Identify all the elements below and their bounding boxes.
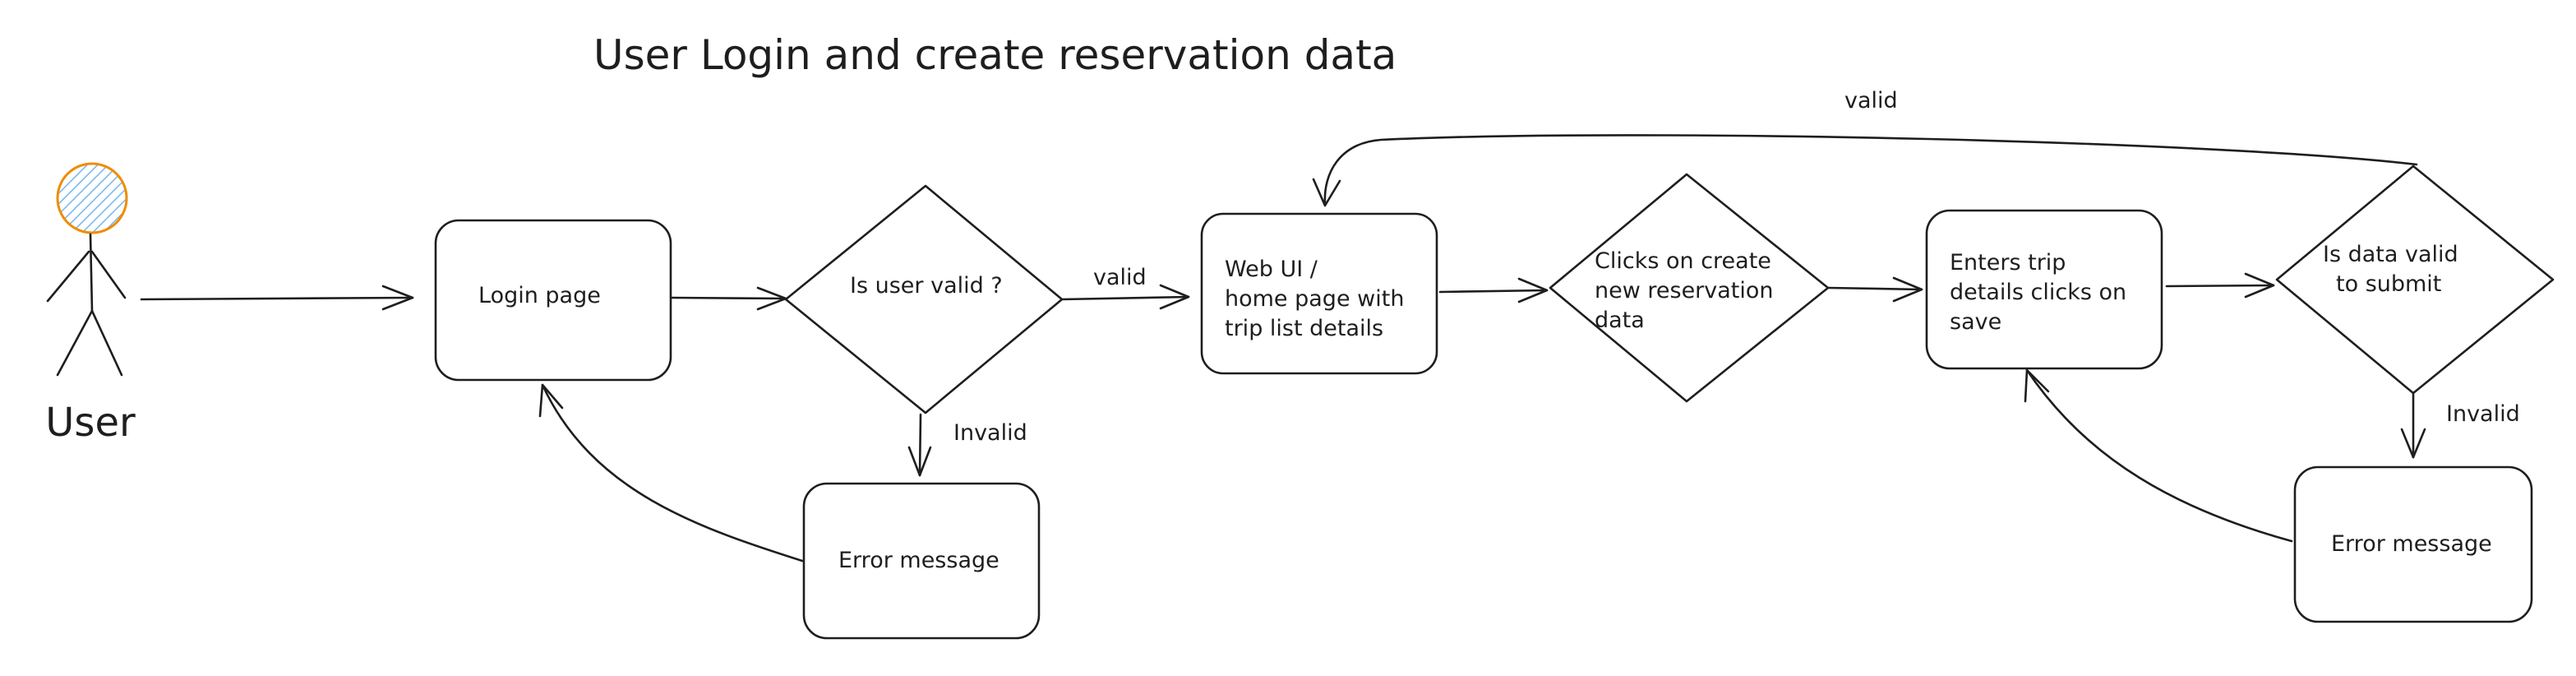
arrowhead-user-invalid-to-error (907, 446, 932, 477)
actor-left-arm (46, 250, 90, 303)
decision-clicks-create-line-1: Clicks on create (1595, 248, 1771, 274)
node-login-page: Login page (434, 219, 672, 382)
decision-user-valid: Is user valid ? (784, 184, 1064, 414)
decision-data-valid-line-2: to submit (2336, 271, 2441, 297)
arrow-error-to-login (541, 383, 804, 563)
arrow-actor-to-login (140, 296, 414, 301)
node-error-message-login: Error message (802, 482, 1041, 640)
actor-left-leg (56, 309, 94, 377)
node-web-ui-line-3: trip list details (1225, 316, 1383, 341)
arrowhead-web-ui-to-clicks (1517, 277, 1549, 303)
edge-label-data-valid-loop: valid (1844, 88, 1898, 113)
edges (140, 134, 2426, 563)
arrow-clicks-to-enters-trip (1826, 286, 1923, 291)
node-login-page-line: Login page (478, 283, 601, 308)
decision-clicks-create: Clicks on create new reservation data (1549, 173, 1830, 403)
node-error-message-data: Error message (2293, 465, 2533, 623)
actor-head (56, 162, 128, 234)
decision-data-valid: Is data valid to submit (2275, 164, 2555, 395)
arrow-login-to-user-valid (671, 296, 787, 300)
arrowhead-enters-trip-to-data-valid (2244, 272, 2275, 299)
node-enters-trip-line-3: save (1950, 309, 2001, 335)
arrowhead-error2-to-enters-trip (2024, 368, 2050, 403)
node-web-ui-line-1: Web UI / (1225, 257, 1318, 282)
actor-body (89, 233, 94, 313)
arrow-user-invalid-to-error (918, 413, 922, 477)
arrow-user-valid-to-web-ui (1060, 295, 1190, 301)
decision-clicks-create-line-3: data (1595, 308, 1645, 333)
arrowhead-actor-to-login (381, 285, 414, 311)
node-error-message-data-line: Error message (2331, 531, 2492, 557)
edge-label-user-invalid: Invalid (953, 420, 1027, 446)
arrowhead-data-valid-loop-to-web-ui (1312, 178, 1341, 207)
decision-clicks-create-line-2: new reservation (1595, 278, 1774, 303)
node-web-ui-line-2: home page with (1225, 286, 1404, 312)
arrowhead-data-invalid-to-error (2400, 428, 2426, 459)
actor-right-arm (90, 250, 127, 299)
decision-data-valid-line-1: Is data valid (2323, 242, 2458, 267)
node-error-message-login-line: Error message (838, 548, 999, 573)
arrow-data-valid-loop-to-web-ui (1323, 134, 2418, 206)
node-enters-trip: Enters trip details clicks on save (1925, 209, 2163, 370)
actor-right-leg (90, 309, 123, 377)
arrow-error2-to-enters-trip (2025, 368, 2293, 543)
user-actor: User (45, 162, 136, 446)
arrowhead-error-to-login (538, 383, 564, 418)
arrowhead-clicks-to-enters-trip (1892, 276, 1923, 303)
arrow-enters-trip-to-data-valid (2165, 284, 2275, 288)
node-enters-trip-line-1: Enters trip (1950, 250, 2066, 275)
diagram-title: User Login and create reservation data (593, 31, 1396, 79)
actor-label: User (45, 400, 136, 446)
arrowhead-user-valid-to-web-ui (1159, 284, 1190, 310)
node-enters-trip-line-2: details clicks on (1950, 280, 2126, 305)
node-web-ui: Web UI / home page with trip list detail… (1200, 212, 1438, 375)
edge-label-data-invalid: Invalid (2446, 401, 2520, 427)
decision-user-valid-line: Is user valid ? (850, 273, 1003, 299)
arrow-web-ui-to-clicks (1438, 289, 1549, 294)
edge-label-user-valid: valid (1093, 265, 1147, 290)
